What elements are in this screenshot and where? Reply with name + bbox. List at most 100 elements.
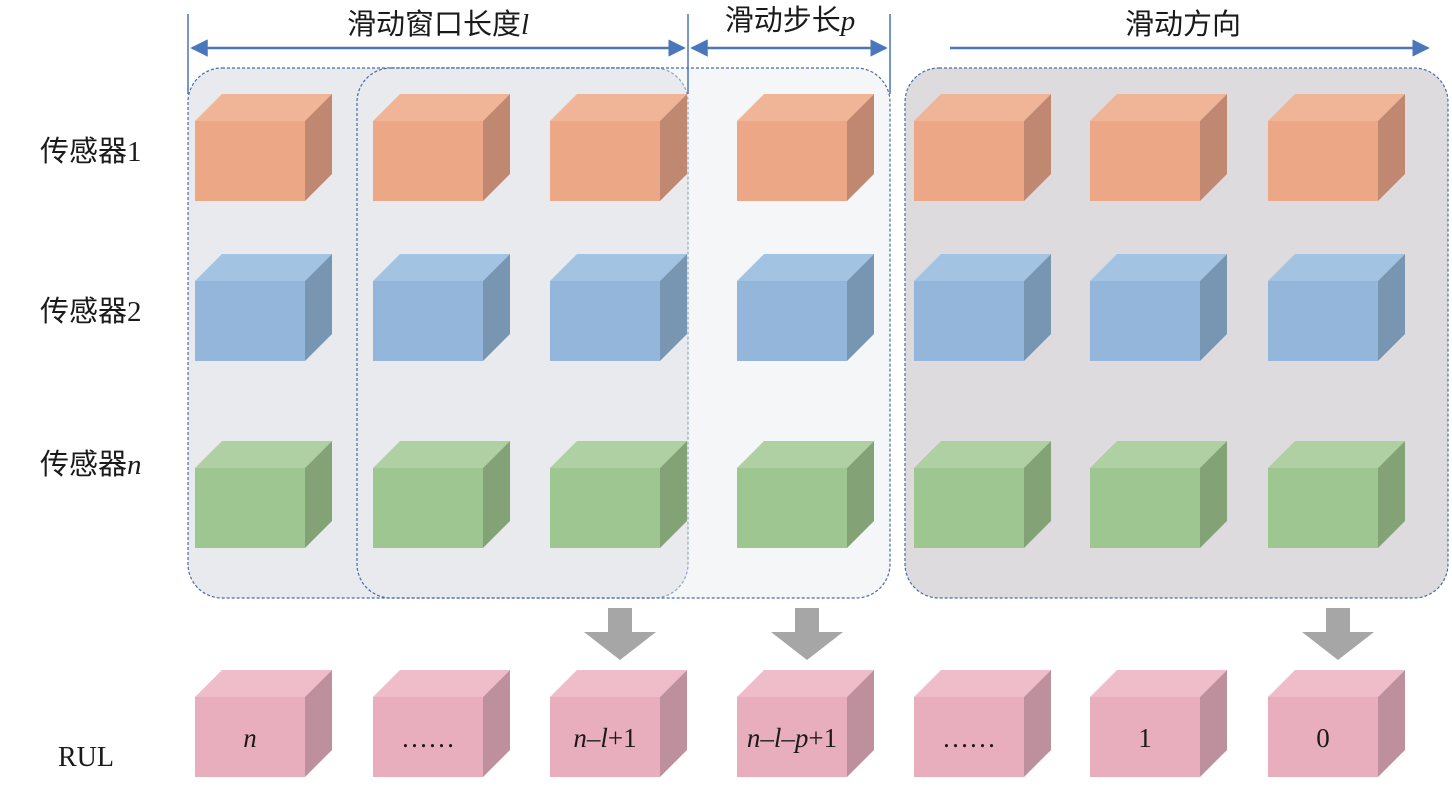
cube-front-face: [550, 697, 660, 777]
cube-side-face: [305, 670, 332, 777]
cube-side-face: [847, 94, 874, 201]
cube-front-face: [550, 468, 660, 548]
cube-top-face: [373, 670, 510, 697]
cube-top-face: [373, 441, 510, 468]
rul-cube-2: ……: [373, 670, 510, 777]
cube-top-face: [1090, 254, 1227, 281]
cube-side-face: [1200, 670, 1227, 777]
rul-value: n–l–p+1: [747, 723, 837, 753]
cube-top-face: [550, 94, 687, 121]
cube-top-face: [914, 94, 1051, 121]
sensor-cube-r2-c7: [1268, 254, 1405, 361]
cube-front-face: [737, 468, 847, 548]
cube-top-face: [1268, 441, 1405, 468]
cube-side-face: [1378, 254, 1405, 361]
sensor-cube-r2-c2: [373, 254, 510, 361]
cube-front-face: [373, 468, 483, 548]
cube-front-face: [1090, 281, 1200, 361]
cube-top-face: [373, 254, 510, 281]
cube-top-face: [1090, 441, 1227, 468]
sensor-cube-r1-c4: [737, 94, 874, 201]
sensor-cube-r1-c7: [1268, 94, 1405, 201]
cube-front-face: [1090, 468, 1200, 548]
cube-front-face: [195, 697, 305, 777]
sensor-cube-r1-c5: [914, 94, 1051, 201]
cube-side-face: [1378, 670, 1405, 777]
output-arrows: [584, 608, 1374, 660]
rul-cube-1: n: [195, 670, 332, 777]
cube-side-face: [847, 670, 874, 777]
cube-side-face: [1378, 94, 1405, 201]
cube-top-face: [914, 670, 1051, 697]
sensor-cube-grid: [195, 94, 1405, 548]
sensor-cube-r3-c7: [1268, 441, 1405, 548]
cube-front-face: [550, 281, 660, 361]
cube-front-face: [1268, 121, 1378, 201]
sensor-cube-r1-c1: [195, 94, 332, 201]
rul-value: ……: [942, 723, 996, 753]
header-dimensions: [187, 14, 1430, 94]
sensor-cube-r2-c1: [195, 254, 332, 361]
sensor-cube-r2-c4: [737, 254, 874, 361]
cube-side-face: [483, 254, 510, 361]
cube-side-face: [847, 254, 874, 361]
cube-side-face: [1200, 441, 1227, 548]
rul-value: 0: [1316, 723, 1330, 753]
cube-top-face: [195, 441, 332, 468]
cube-top-face: [737, 670, 874, 697]
cube-side-face: [660, 441, 687, 548]
cube-top-face: [373, 94, 510, 121]
cube-top-face: [1090, 670, 1227, 697]
cube-front-face: [373, 697, 483, 777]
cube-front-face: [914, 121, 1024, 201]
cube-top-face: [914, 254, 1051, 281]
cube-side-face: [1024, 441, 1051, 548]
step-label: 滑动步长p: [725, 4, 856, 37]
cube-top-face: [737, 441, 874, 468]
rul-cube-6: 1: [1090, 670, 1227, 777]
cube-front-face: [373, 121, 483, 201]
cube-side-face: [305, 254, 332, 361]
cube-front-face: [195, 468, 305, 548]
cube-top-face: [550, 254, 687, 281]
cube-front-face: [195, 121, 305, 201]
cube-top-face: [550, 670, 687, 697]
direction-label: 滑动方向: [1125, 8, 1241, 41]
sensor-cube-r1-c6: [1090, 94, 1227, 201]
rul-cube-4: n–l–p+1: [737, 670, 874, 777]
cube-side-face: [660, 94, 687, 201]
cube-top-face: [195, 670, 332, 697]
rul-value: 1: [1138, 723, 1152, 753]
cube-front-face: [737, 121, 847, 201]
cube-top-face: [737, 94, 874, 121]
cube-side-face: [1200, 254, 1227, 361]
cube-front-face: [737, 281, 847, 361]
sensor-cube-r3-c1: [195, 441, 332, 548]
rul-value: ……: [401, 723, 455, 753]
cube-side-face: [1024, 670, 1051, 777]
cube-side-face: [660, 670, 687, 777]
sensor-cube-r2-c6: [1090, 254, 1227, 361]
cube-side-face: [1024, 94, 1051, 201]
sensor-cube-r3-c2: [373, 441, 510, 548]
rul-label: RUL: [58, 742, 114, 773]
cube-side-face: [305, 441, 332, 548]
row-label-sensor-1: 传感器1: [40, 135, 142, 168]
row-label-sensor-n: 传感器n: [40, 448, 142, 481]
cube-side-face: [1024, 254, 1051, 361]
cube-side-face: [847, 441, 874, 548]
cube-top-face: [1268, 254, 1405, 281]
sensor-cube-r3-c5: [914, 441, 1051, 548]
rul-value: n–l+1: [573, 723, 636, 753]
cube-front-face: [1268, 281, 1378, 361]
sensor-cube-r3-c4: [737, 441, 874, 548]
window-length-label: 滑动窗口长度l: [347, 8, 529, 41]
cube-front-face: [1268, 697, 1378, 777]
cube-side-face: [305, 94, 332, 201]
sensor-cube-r2-c5: [914, 254, 1051, 361]
sensor-cube-r2-c3: [550, 254, 687, 361]
rul-cube-5: ……: [914, 670, 1051, 777]
cube-top-face: [195, 254, 332, 281]
cube-top-face: [1268, 94, 1405, 121]
cube-top-face: [550, 441, 687, 468]
